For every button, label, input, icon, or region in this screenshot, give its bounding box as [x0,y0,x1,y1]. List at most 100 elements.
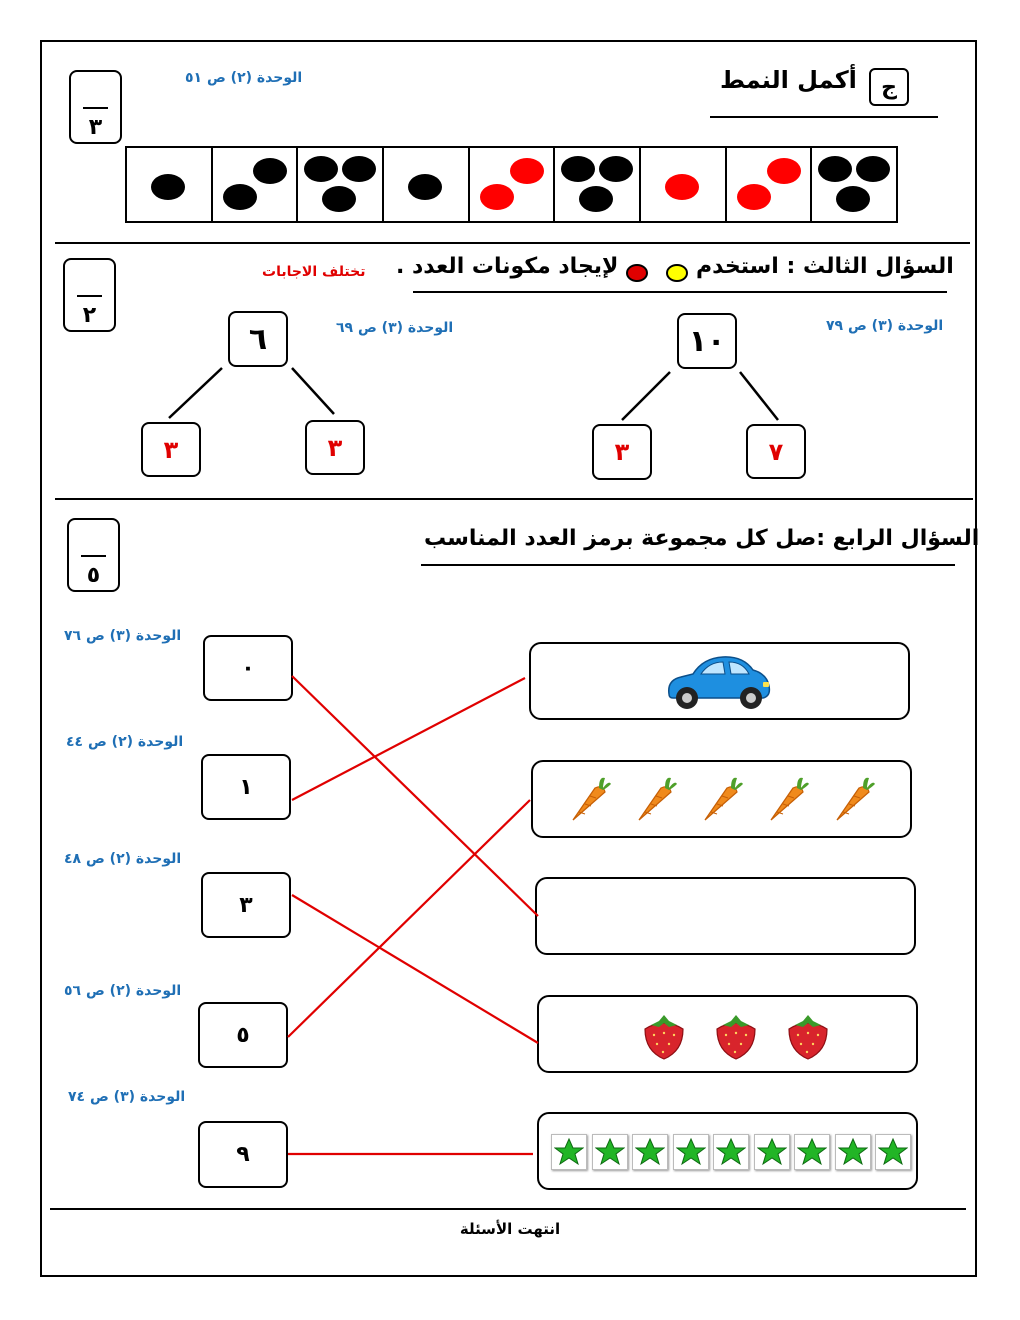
score-denominator: ٥ [86,563,101,588]
bond-line [621,371,671,421]
number-box[interactable]: ٣ [201,872,291,938]
number-bond-lines [168,367,779,421]
unit-reference: الوحدة (٣) ص ٧٩ [826,318,944,334]
strawberry-icon [639,1011,689,1065]
question-3-title-part-2: لإيجاد مكونات العدد . [396,254,619,279]
bond-line [739,371,779,421]
page-frame [40,40,977,1277]
bond-part-answer: ٧ [768,437,784,466]
pattern-cell [810,148,896,221]
question-4-title-underline [421,564,955,566]
group-box-strawberries[interactable] [537,995,918,1073]
strawberry-icon [711,1011,761,1065]
number-value: ٩ [236,1142,250,1167]
black-dot [579,186,614,212]
star-icon [875,1134,911,1170]
score-denominator: ٢ [82,303,97,328]
match-line [291,675,539,917]
section-c-title-underline [710,116,938,118]
number-value: ٥ [236,1022,250,1048]
red-dot [509,158,544,184]
black-dot [836,186,871,212]
divider [55,242,970,244]
number-box[interactable]: ٩ [198,1121,288,1188]
star-icon [551,1134,587,1170]
match-line [291,894,539,1044]
unit-reference: الوحدة (٢) ص ٤٤ [66,734,184,750]
group-box-stars[interactable] [537,1112,918,1190]
score-box-question-4[interactable]: ٥ [67,518,120,592]
score-box-question-3[interactable]: ٢ [63,258,116,332]
group-box-carrots[interactable] [531,760,912,838]
black-dot [856,156,891,182]
number-box[interactable]: ٠ [203,635,293,701]
number-value: ١ [239,774,253,800]
red-dot [736,184,771,210]
star-icon [834,1134,871,1170]
star-icon [591,1134,628,1170]
black-dot [304,156,339,182]
bond-part-answer: ٣ [614,438,630,466]
question-3-title-underline [413,291,947,293]
pattern-cell [724,148,811,221]
bond-line [168,367,223,419]
match-line [291,677,526,801]
pattern-cell [639,148,725,221]
bond-total: ٦ [248,321,268,357]
star-icon [713,1134,749,1170]
black-dot [151,174,185,200]
star-icon [672,1134,709,1170]
bond-total-box: ١٠ [677,313,737,369]
black-dot [322,186,357,212]
bond-part-box[interactable]: ٣ [592,424,652,480]
strawberry-icon [783,1011,833,1065]
question-4-title: السؤال الرابع :صل كل مجموعة برمز العدد ا… [424,526,980,551]
divider [55,498,973,500]
score-box-section-c[interactable]: ٣ [69,70,122,144]
black-dot [408,174,443,200]
star-icon [632,1134,668,1170]
number-box[interactable]: ١ [201,754,291,820]
bond-total: ١٠ [688,323,726,359]
red-dot [479,184,514,210]
red-dot [665,174,700,200]
number-box[interactable]: ٥ [198,1002,288,1068]
group-box-car[interactable] [529,642,910,720]
section-c-title: أكمل النمط [720,66,857,94]
unit-reference: الوحدة (٢) ص ٥١ [185,70,303,86]
unit-reference: الوحدة (٣) ص ٧٤ [68,1089,186,1105]
carrot-icon [565,774,613,828]
bond-part-box[interactable]: ٧ [746,424,806,479]
answers-vary-note: تختلف الاجابات [262,264,366,280]
bond-part-answer: ٣ [327,433,343,462]
group-box-empty[interactable] [535,877,916,955]
pattern-cell [127,148,211,221]
question-3-title-part-1: السؤال الثالث : استخدم [696,254,954,279]
carrot-icon [829,774,877,828]
pattern-cell [382,148,468,221]
black-dot [561,156,596,182]
carrot-icon [763,774,811,828]
star-icon [753,1134,790,1170]
end-of-questions: انتهت الأسئلة [459,1220,561,1238]
bond-part-box[interactable]: ٣ [141,422,201,477]
black-dot [252,158,287,184]
match-line [287,799,531,1038]
unit-reference: الوحدة (٣) ص ٧٦ [64,628,182,644]
pattern-cell [553,148,639,221]
red-counter-icon [626,264,648,282]
black-dot [342,156,377,182]
unit-reference: الوحدة (٢) ص ٤٨ [64,851,182,867]
black-dot [818,156,853,182]
bond-part-box[interactable]: ٣ [305,420,365,475]
red-dot [766,158,801,184]
number-value: ٠ [241,655,255,681]
section-letter-box: ج [869,68,909,106]
unit-reference: الوحدة (٣) ص ٦٩ [336,320,454,336]
pattern-cell [467,148,554,221]
black-dot [222,184,257,210]
carrot-icon [697,774,745,828]
pattern-cell [210,148,297,221]
unit-reference: الوحدة (٢) ص ٥٦ [64,983,182,999]
